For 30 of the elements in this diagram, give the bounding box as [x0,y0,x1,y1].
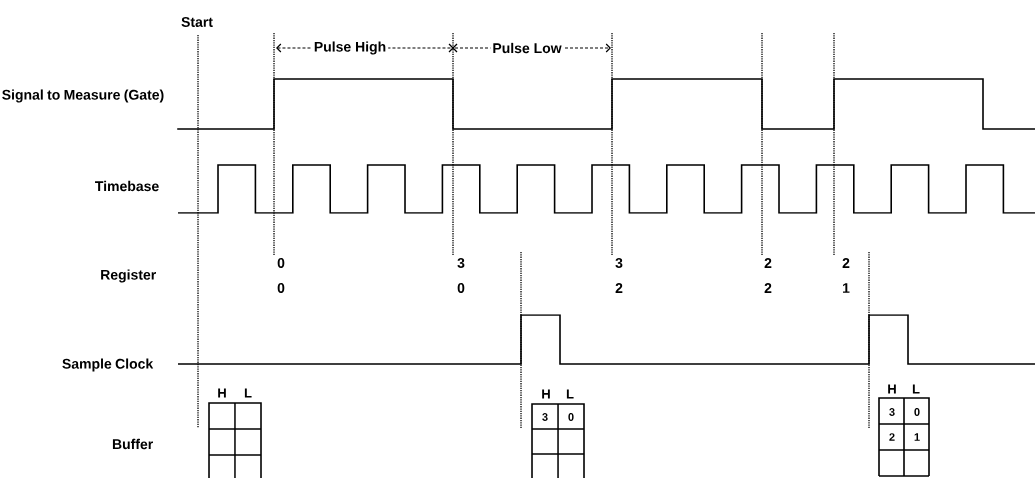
signal-label: Buffer [112,438,153,450]
column-header: L [912,384,920,394]
register-value: 3 [615,258,623,268]
register-value: 2 [764,283,772,293]
buffer-value: 0 [568,413,574,421]
register-value: 3 [457,258,465,268]
column-header: L [244,388,252,398]
register-value: 1 [843,283,850,293]
start-label: Start [181,17,213,27]
dimension-label: Pulse High [311,39,389,57]
register-value: 0 [277,283,285,293]
buffer-value: 2 [889,433,895,441]
column-header: L [566,389,574,399]
column-header: H [542,389,550,399]
register-value: 2 [842,258,850,268]
register-value: 0 [457,283,465,293]
dimension-label: Pulse Low [490,40,564,56]
register-value: 2 [764,258,772,268]
column-header: H [218,388,226,398]
signal-label: Signal to Measure (Gate) [2,89,164,103]
buffer-value: 0 [914,408,920,416]
buffer-value: 1 [914,433,920,441]
column-header: H [888,384,896,394]
signal-label: Timebase [95,180,159,192]
register-value: 0 [277,258,285,268]
buffer-value: 3 [889,408,895,416]
buffer-value: 3 [542,413,548,421]
register-value: 2 [615,283,623,293]
signal-label: Sample Clock [62,358,154,372]
signal-label: Register [101,269,156,283]
